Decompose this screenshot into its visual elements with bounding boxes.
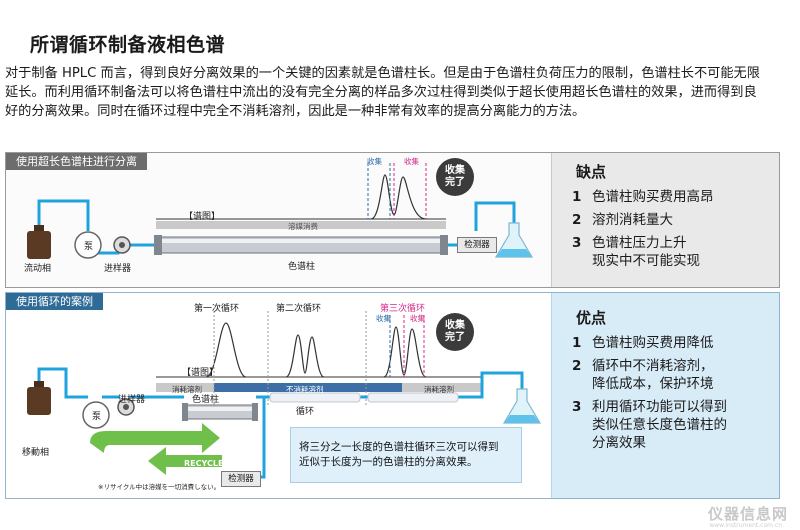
virtual-column (269, 392, 361, 403)
tubing (474, 201, 516, 231)
recycle-arrow-icon (148, 447, 222, 475)
advantages-list: 1 色谱柱购买费用降低 2 循环中不消耗溶剂， 降低成本，保护环境 3 利用循环功能可… (572, 334, 779, 452)
band-label-3: 消耗溶剂 (424, 385, 454, 394)
item-number: 3 (572, 235, 582, 251)
chromatogram-peak-cycle1 (205, 322, 247, 378)
collect-complete-badge: 收集 完了 (436, 313, 474, 351)
mobile-phase-label: 移動相 (22, 448, 50, 458)
intro-paragraph: 对于制备 HPLC 而言，得到良好分离效果的一个关键的因素就是色谱柱长。但是由于… (5, 66, 760, 119)
solvent-band-label: 溶媒消费 (288, 222, 318, 231)
band-label-1: 消耗溶剂 (172, 385, 202, 394)
detector-box: 检测器 (221, 471, 261, 487)
flask-icon (494, 222, 534, 258)
footnote: ※リサイクル中は溶媒を一切消費しない。 (98, 483, 221, 491)
virtual-column (367, 392, 459, 403)
cycle-2-label: 第二次循环 (276, 304, 322, 314)
collect-label-right: 收集 (404, 157, 419, 166)
mobile-phase-label: 流动相 (24, 264, 52, 274)
item-text: 色谱柱购买费用降低 (592, 335, 714, 351)
item-number: 1 (572, 189, 582, 205)
item-text: 色谱柱压力上升 现实中不可能实现 (592, 235, 700, 269)
flask-icon (502, 388, 542, 424)
pump-label: 泵 (92, 412, 102, 422)
solvent-band (156, 383, 214, 392)
collect-complete-badge: 收集 完了 (436, 158, 474, 196)
recycle-arrow-icon (90, 423, 220, 453)
column-label: 色谱柱 (192, 395, 220, 405)
band-label-2: 不消耗溶剂 (286, 385, 324, 394)
recycle-panel: 使用循环的案例 (5, 292, 780, 499)
injector-label: 进样器 (104, 264, 132, 274)
tubing (37, 199, 90, 231)
list-item: 3 色谱柱压力上升 现实中不可能实现 (572, 234, 779, 270)
list-item: 2 循环中不消耗溶剂， 降低成本，保护环境 (572, 357, 779, 393)
column-label: 色谱柱 (288, 262, 316, 272)
mobile-phase-bottle-icon (27, 225, 51, 259)
recycle-label: RECYCLE (184, 459, 224, 468)
recycle-diagram (27, 311, 542, 479)
item-text: 溶剂消耗量大 (592, 212, 673, 228)
disadvantages-panel: 缺点 1 色谱柱购买费用高昂 2 溶剂消耗量大 3 色谱柱压力上升 现实中不可能实现 (551, 153, 779, 287)
disadvantages-title: 缺点 (576, 163, 607, 181)
collect-label-left: 收集 (376, 314, 391, 323)
chromatogram-peaks (370, 174, 427, 220)
short-column-icon (182, 403, 258, 421)
tubing (37, 367, 88, 399)
mobile-phase-bottle-icon (27, 381, 51, 415)
panel-header: 使用循环的案例 (6, 293, 103, 310)
advantages-title: 优点 (576, 309, 607, 327)
disadvantages-list: 1 色谱柱购买费用高昂 2 溶剂消耗量大 3 色谱柱压力上升 现实中不可能实现 (572, 188, 779, 270)
long-column-panel: 使用超长色谱柱进行分离 (5, 152, 780, 288)
loop-label: 循环 (296, 407, 315, 417)
item-text: 利用循环功能可以得到 类似任意长度色谱柱的 分离效果 (592, 399, 727, 451)
detector-box: 检测器 (457, 237, 497, 253)
item-number: 1 (572, 335, 582, 351)
collect-label-right: 收集 (410, 314, 425, 323)
watermark-url: www.instrument.com.cn (709, 522, 782, 529)
long-column-icon (154, 235, 448, 255)
chromatogram-peak-cycle2 (285, 334, 325, 378)
recycle-note: 将三分之一长度的色谱柱循环三次可以得到 近似于长度为一的色谱柱的分离效果。 (290, 427, 522, 483)
list-item: 2 溶剂消耗量大 (572, 211, 779, 229)
watermark-logo: 仪器信息网 (707, 505, 788, 523)
item-number: 2 (572, 212, 582, 228)
cycle-3-label: 第三次循环 (380, 304, 426, 314)
chart-label: 【谱图】 (184, 212, 221, 222)
long-column-diagram (27, 163, 534, 259)
chart-label: 【谱图】 (182, 368, 219, 378)
injector-icon (117, 398, 135, 416)
list-item: 1 色谱柱购买费用降低 (572, 334, 779, 352)
pump-icon (82, 401, 110, 429)
item-text: 循环中不消耗溶剂， 降低成本，保护环境 (592, 358, 714, 392)
tubing (480, 371, 524, 389)
collect-label-left: 收集 (367, 157, 382, 166)
page-title: 所谓循环制备液相色谱 (30, 34, 226, 56)
item-number: 3 (572, 399, 582, 415)
solvent-band (156, 221, 446, 229)
item-number: 2 (572, 358, 582, 374)
no-solvent-band (214, 383, 402, 392)
pump-label: 泵 (84, 242, 94, 252)
list-item: 3 利用循环功能可以得到 类似任意长度色谱柱的 分离效果 (572, 398, 779, 452)
injector-label: 进样器 (118, 395, 146, 405)
advantages-panel: 优点 1 色谱柱购买费用降低 2 循环中不消耗溶剂， 降低成本，保护环境 3 利用循环… (551, 293, 779, 498)
list-item: 1 色谱柱购买费用高昂 (572, 188, 779, 206)
pump-icon (74, 231, 102, 259)
solvent-band (402, 383, 482, 392)
cycle-1-label: 第一次循环 (194, 304, 240, 314)
panel-header: 使用超长色谱柱进行分离 (6, 153, 147, 170)
item-text: 色谱柱购买费用高昂 (592, 189, 714, 205)
injector-icon (113, 236, 131, 254)
